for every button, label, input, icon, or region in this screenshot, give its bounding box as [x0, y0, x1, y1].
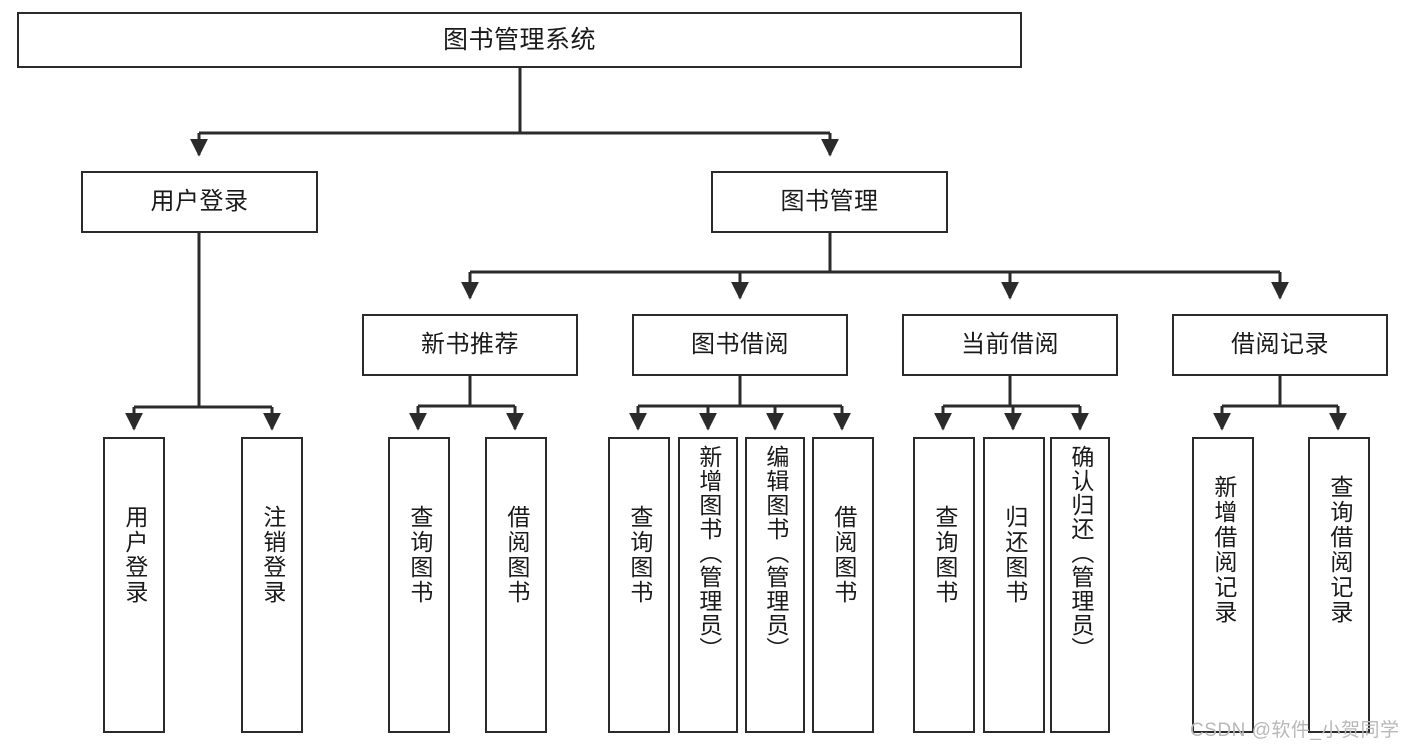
node-label: 查询图书 [931, 505, 958, 605]
node-label: 用户登录 [150, 188, 249, 216]
node-label: 图书借阅 [691, 331, 789, 359]
node-label: 用户登录 [121, 505, 148, 605]
node-label: 借阅图书 [830, 505, 857, 605]
node-label: 新增图书（管理员） [695, 445, 722, 661]
node-new-book-recommend[interactable]: 新书推荐 [362, 314, 578, 376]
leaf-edit-book-admin[interactable]: 编辑图书（管理员） [745, 437, 805, 733]
node-label: 图书管理系统 [442, 25, 596, 54]
node-label: 借阅图书 [503, 505, 530, 605]
node-label: 查询图书 [626, 505, 653, 605]
leaf-add-borrow-record[interactable]: 新增借阅记录 [1192, 437, 1254, 733]
node-label: 新增借阅记录 [1210, 475, 1237, 625]
node-label: 借阅记录 [1231, 331, 1329, 359]
leaf-borrow-book-borrow[interactable]: 借阅图书 [812, 437, 874, 733]
node-label: 确认归还（管理员） [1067, 445, 1094, 661]
node-root-book-management-system[interactable]: 图书管理系统 [17, 12, 1022, 68]
node-label: 查询借阅记录 [1326, 475, 1353, 625]
node-user-login[interactable]: 用户登录 [81, 171, 318, 233]
leaf-user-login[interactable]: 用户登录 [103, 437, 165, 733]
watermark-text: CSDN @软件_小贺同学 [1190, 720, 1400, 741]
node-current-borrow[interactable]: 当前借阅 [902, 314, 1118, 376]
leaf-logout[interactable]: 注销登录 [241, 437, 303, 733]
leaf-query-book-current[interactable]: 查询图书 [913, 437, 975, 733]
node-book-borrow[interactable]: 图书借阅 [632, 314, 848, 376]
node-label: 查询图书 [406, 505, 433, 605]
node-borrow-record[interactable]: 借阅记录 [1172, 314, 1388, 376]
leaf-add-book-admin[interactable]: 新增图书（管理员） [678, 437, 738, 733]
leaf-borrow-book-recommend[interactable]: 借阅图书 [485, 437, 547, 733]
leaf-confirm-return-admin[interactable]: 确认归还（管理员） [1050, 437, 1110, 733]
node-label: 归还图书 [1001, 505, 1028, 605]
node-label: 编辑图书（管理员） [762, 445, 789, 661]
leaf-query-borrow-record[interactable]: 查询借阅记录 [1308, 437, 1370, 733]
leaf-return-book[interactable]: 归还图书 [983, 437, 1045, 733]
node-label: 新书推荐 [421, 331, 519, 359]
node-label: 当前借阅 [961, 331, 1059, 359]
node-book-management[interactable]: 图书管理 [711, 171, 948, 233]
leaf-query-book-recommend[interactable]: 查询图书 [388, 437, 450, 733]
node-label: 注销登录 [259, 505, 286, 605]
node-label: 图书管理 [780, 188, 879, 216]
leaf-query-book-borrow[interactable]: 查询图书 [608, 437, 670, 733]
